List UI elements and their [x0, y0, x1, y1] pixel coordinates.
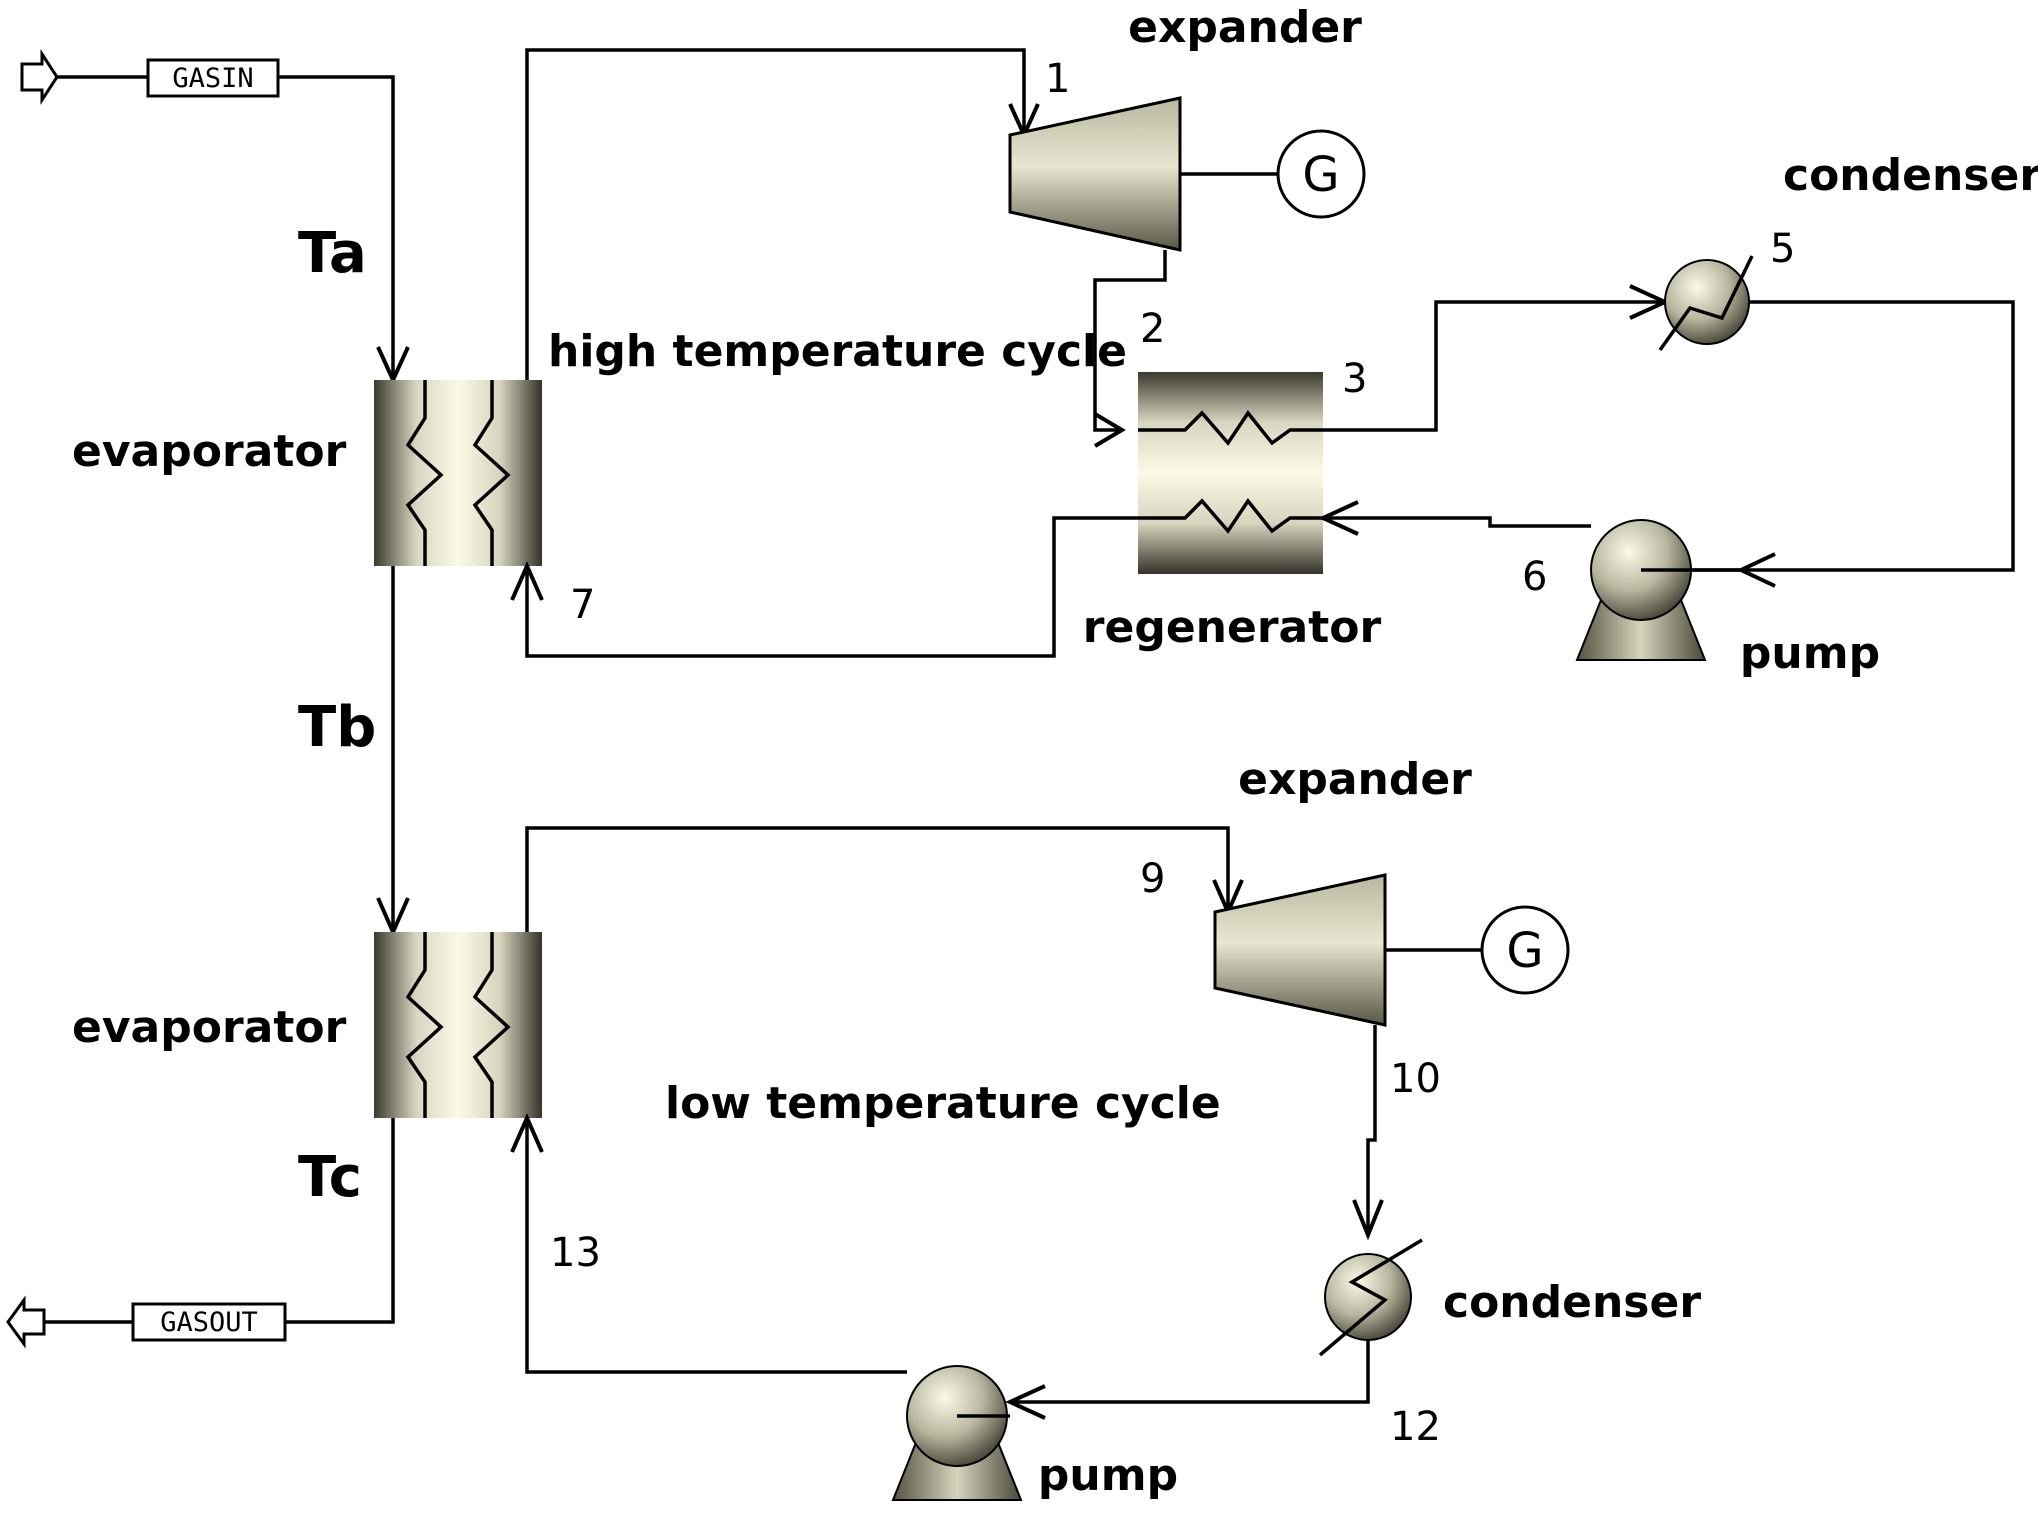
stream-1-label: 1	[1045, 56, 1070, 102]
gas-in-tag: GASIN	[146, 58, 280, 98]
low-temperature-cycle-label: low temperature cycle	[665, 1078, 1221, 1129]
gas-outlet-line	[285, 1118, 395, 1324]
generator-low-icon: G	[1480, 905, 1570, 995]
stream-7-label: 7	[570, 582, 595, 628]
stream-7-line	[525, 516, 1138, 658]
evaporator-high-label: evaporator	[72, 426, 347, 477]
high-temperature-cycle-label: high temperature cycle	[548, 326, 1127, 377]
evaporator-high-icon	[374, 380, 542, 566]
stream-9-line	[525, 826, 1230, 932]
condenser-low-icon	[1318, 1238, 1423, 1357]
generator-low-label: G	[1506, 923, 1543, 979]
stream-6-label: 6	[1522, 554, 1547, 600]
condenser-low-label: condenser	[1443, 1277, 1701, 1328]
gas-in-label: GASIN	[172, 63, 253, 94]
stream-6-arrow	[1318, 500, 1359, 536]
gas-to-evaporator-line	[278, 75, 395, 380]
stream-12-arrow	[1005, 1384, 1046, 1420]
stream-10-line	[1366, 1025, 1377, 1235]
regenerator-label: regenerator	[1083, 602, 1382, 653]
stream-9-label: 9	[1140, 856, 1165, 902]
gas-outlet-icon	[6, 1295, 46, 1349]
stream-10-label: 10	[1390, 1056, 1441, 1102]
gas-out-label: GASOUT	[160, 1307, 258, 1338]
condenser-high-icon	[1658, 255, 1754, 352]
gas-inlet-icon	[20, 48, 59, 106]
gas-out-tag: GASOUT	[131, 1302, 287, 1342]
stream-10-arrow	[1352, 1199, 1384, 1241]
expander-low-label: expander	[1238, 754, 1472, 805]
temperature-tb-label: Tb	[298, 695, 376, 760]
generator-high-label: G	[1302, 147, 1339, 203]
evaporator-low-label: evaporator	[72, 1002, 347, 1053]
stream-1-line	[525, 48, 1026, 380]
temperature-tc-label: Tc	[298, 1145, 362, 1210]
regenerator-icon	[1138, 372, 1323, 574]
stream-6-line	[1323, 516, 1591, 528]
stream-13-line	[525, 1118, 907, 1374]
stream-5-label: 5	[1770, 226, 1795, 272]
expander-high-label: expander	[1128, 2, 1362, 53]
generator-high-icon: G	[1276, 129, 1366, 219]
temperature-ta-label: Ta	[298, 221, 367, 286]
pump-low-label: pump	[1038, 1450, 1178, 1501]
stream-5-line	[1640, 300, 2015, 572]
stream-2-arrow	[1093, 412, 1126, 448]
expander-low-icon	[1213, 873, 1387, 1027]
stream-3-label: 3	[1342, 356, 1367, 402]
condenser-high-label: condenser	[1783, 150, 2038, 201]
stream-2-label: 2	[1140, 306, 1165, 352]
stream-13-label: 13	[550, 1230, 601, 1276]
expander-high-icon	[1008, 96, 1182, 252]
pump-high-icon	[1575, 519, 1741, 661]
stream-13-arrow	[510, 1113, 544, 1153]
evaporator-low-icon	[374, 932, 542, 1118]
stream-7-arrow	[510, 561, 544, 601]
pump-low-icon	[891, 1365, 1023, 1501]
stream-12-label: 12	[1390, 1404, 1441, 1450]
stream-3-line	[1323, 300, 1665, 432]
pump-high-label: pump	[1740, 628, 1880, 679]
stream-12-line	[1010, 1340, 1370, 1404]
stream-2-line	[1093, 250, 1167, 432]
